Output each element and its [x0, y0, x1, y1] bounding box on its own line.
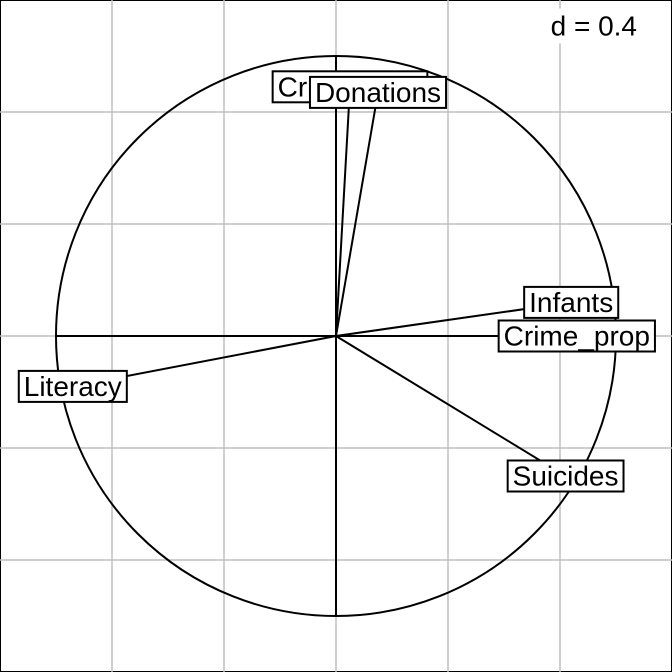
variable-label: Literacy [24, 371, 122, 402]
arrow-donations [335, 92, 379, 337]
label-suicides: Suicides [506, 459, 625, 493]
variable-label: Crime_prop [504, 321, 650, 352]
arrow-crime_pers [335, 86, 351, 337]
label-crime_prop: Crime_prop [497, 319, 656, 353]
label-literacy: Literacy [17, 369, 128, 403]
grid-scale-label: d = 0.4 [551, 11, 637, 42]
label-donations: Donations [308, 75, 448, 109]
variable-label: Infants [529, 287, 613, 318]
label-infants: Infants [523, 285, 620, 319]
arrow-suicides [335, 335, 567, 477]
variable-labels: Crime_persDonationsInfantsCrime_propLite… [17, 70, 656, 493]
grid-scale-annotation: d = 0.4 [544, 8, 643, 44]
variable-label: Suicides [513, 461, 619, 492]
variable-label: Donations [315, 77, 441, 108]
